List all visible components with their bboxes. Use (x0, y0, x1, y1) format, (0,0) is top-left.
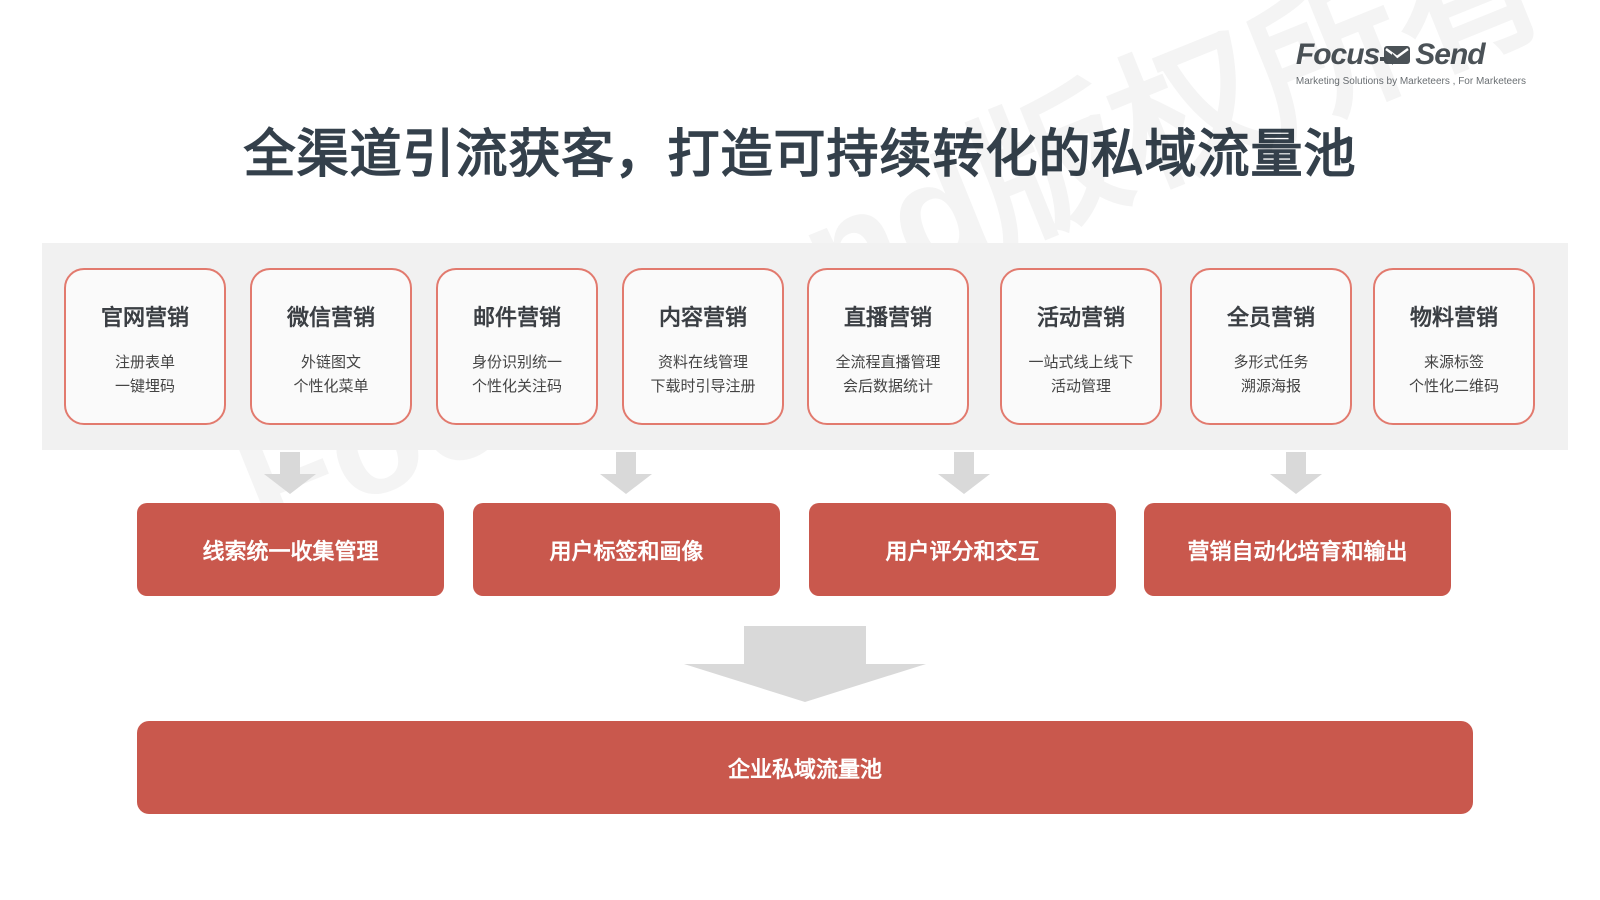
channel-card-line: 活动管理 (1050, 377, 1111, 395)
channel-card-title: 邮件营销 (472, 306, 561, 331)
channel-card-desc: 来源标签 个性化二维码 (1375, 350, 1533, 398)
channel-card-line: 个性化二维码 (1408, 377, 1499, 395)
channel-card-content: 内容营销 资料在线管理 下载时引导注册 (622, 268, 784, 425)
channel-card-title: 内容营销 (658, 306, 747, 331)
process-box-lead-collection: 线索统一收集管理 (137, 503, 444, 596)
channel-card-line: 会后数据统计 (842, 377, 933, 395)
channel-card-desc: 多形式任务 溯源海报 (1192, 350, 1350, 398)
channel-card-line: 一键埋码 (114, 377, 175, 395)
channel-card-title: 直播营销 (843, 306, 932, 331)
channel-card-line: 注册表单 (114, 353, 175, 371)
channel-card-line: 多形式任务 (1233, 353, 1309, 371)
logo-word-send: Send (1415, 38, 1485, 71)
arrow-down-icon (264, 452, 316, 494)
channel-card-email: 邮件营销 身份识别统一 个性化关注码 (436, 268, 598, 425)
channel-card-line: 资料在线管理 (657, 353, 748, 371)
channel-card-desc: 外链图文 个性化菜单 (252, 350, 410, 398)
channel-card-website: 官网营销 注册表单 一键埋码 (64, 268, 226, 425)
channel-card-title: 官网营销 (100, 306, 189, 331)
logo-word-focus: Focus (1295, 38, 1380, 71)
page-title: 全渠道引流获客，打造可持续转化的私域流量池 (243, 125, 1357, 185)
channel-card-desc: 身份识别统一 个性化关注码 (438, 350, 596, 398)
channel-card-title: 全员营销 (1226, 306, 1315, 331)
arrow-down-icon (938, 452, 990, 494)
process-box-automation: 营销自动化培育和输出 (1144, 503, 1451, 596)
arrow-down-icon (600, 452, 652, 494)
channel-card-event: 活动营销 一站式线上线下 活动管理 (1000, 268, 1162, 425)
channel-card-title: 物料营销 (1409, 306, 1498, 331)
logo-tagline: Marketing Solutions by Marketeers , For … (1295, 76, 1526, 87)
channel-card-line: 一站式线上线下 (1028, 353, 1134, 371)
logo-wordmark: Focus Send (1296, 40, 1526, 70)
channel-card-title: 微信营销 (286, 306, 375, 331)
channel-card-title: 活动营销 (1036, 306, 1125, 331)
channel-card-line: 身份识别统一 (471, 353, 562, 371)
channel-card-line: 个性化菜单 (293, 377, 369, 395)
process-box-user-tagging: 用户标签和画像 (473, 503, 780, 596)
channel-card-wechat: 微信营销 外链图文 个性化菜单 (250, 268, 412, 425)
channel-card-desc: 一站式线上线下 活动管理 (1002, 350, 1160, 398)
arrow-down-icon (1270, 452, 1322, 494)
process-box-user-scoring: 用户评分和交互 (809, 503, 1116, 596)
channel-card-employee: 全员营销 多形式任务 溯源海报 (1190, 268, 1352, 425)
envelope-arrow-icon (1380, 46, 1411, 65)
channel-card-livestream: 直播营销 全流程直播管理 会后数据统计 (807, 268, 969, 425)
channel-card-line: 溯源海报 (1240, 377, 1301, 395)
channel-card-line: 个性化关注码 (471, 377, 562, 395)
channel-card-desc: 资料在线管理 下载时引导注册 (624, 350, 782, 398)
large-arrow-down-icon (684, 626, 926, 702)
channel-card-line: 来源标签 (1423, 353, 1484, 371)
channel-card-line: 下载时引导注册 (650, 377, 756, 395)
channel-card-desc: 注册表单 一键埋码 (66, 350, 224, 398)
channel-card-material: 物料营销 来源标签 个性化二维码 (1373, 268, 1535, 425)
channel-card-line: 全流程直播管理 (835, 353, 941, 371)
channel-card-desc: 全流程直播管理 会后数据统计 (809, 350, 967, 398)
focussend-logo: Focus Send Marketing Solutions by Market… (1295, 40, 1526, 88)
channel-card-line: 外链图文 (300, 353, 361, 371)
private-traffic-pool: 企业私域流量池 (137, 721, 1473, 814)
